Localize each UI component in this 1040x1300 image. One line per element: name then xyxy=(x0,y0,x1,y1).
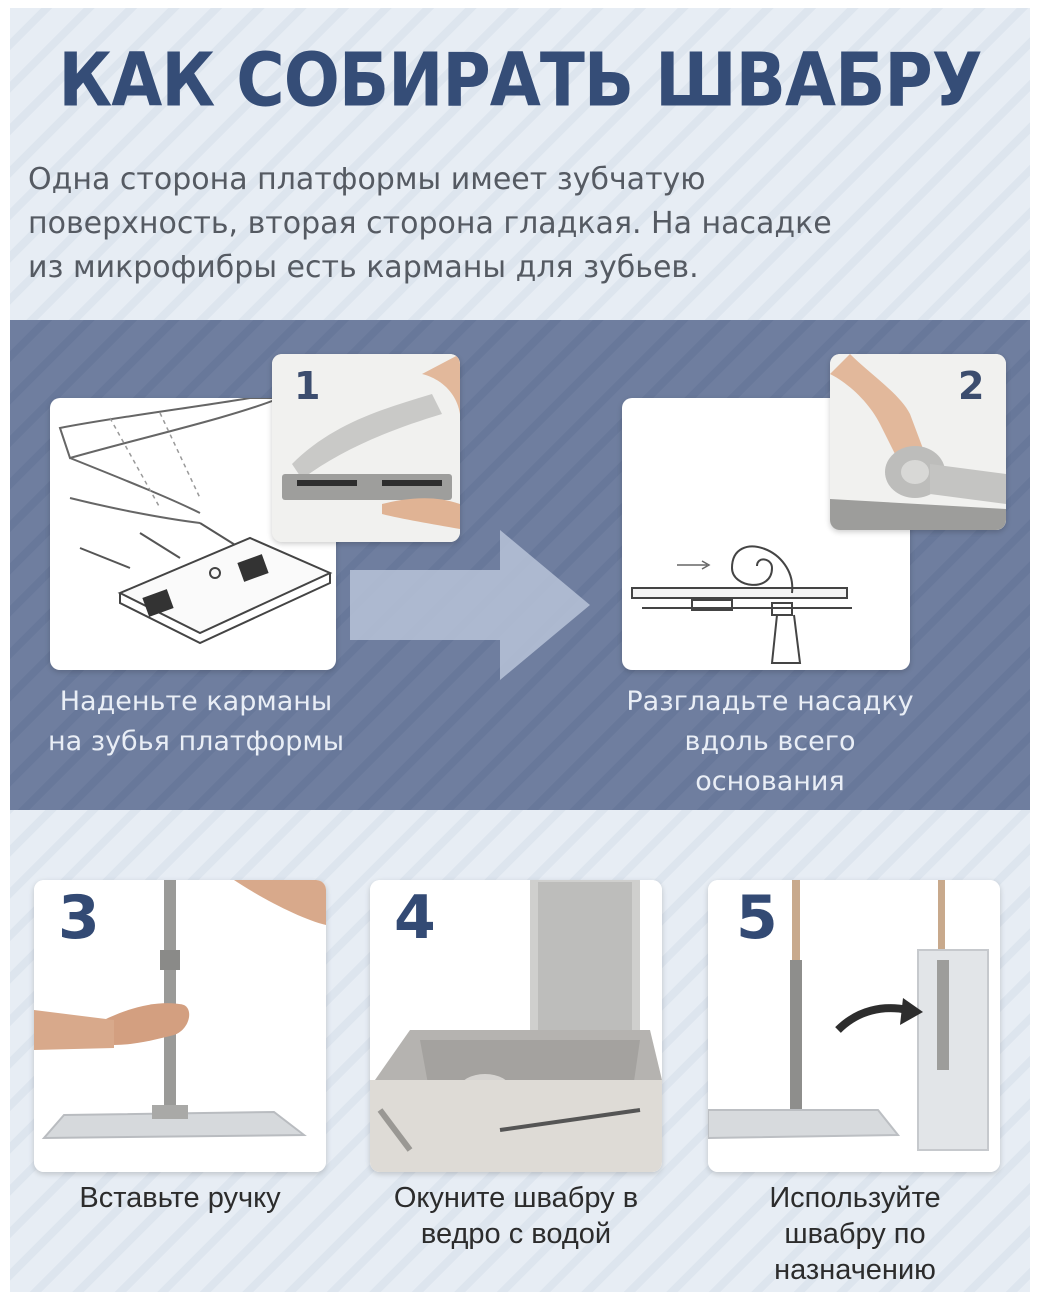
step-1-caption: Наденьте карманы на зубья платформы xyxy=(10,682,382,762)
caption-line: ведро с водой xyxy=(420,1218,612,1250)
insert-handle-photo xyxy=(34,880,326,1172)
pad-pockets-drawing xyxy=(58,398,333,645)
step-2-number: 2 xyxy=(958,364,985,408)
bucket-photo xyxy=(370,880,662,1172)
caption-line: швабру по xyxy=(784,1218,926,1250)
infographic: КАК СОБИРАТЬ ШВАБРУ Одна сторона платфор… xyxy=(10,8,1030,1292)
caption-line: Наденьте карманы xyxy=(59,686,333,717)
caption-line: назначению xyxy=(774,1254,936,1286)
step-4-card: 4 xyxy=(370,880,662,1172)
step-3-card: 3 xyxy=(34,880,326,1172)
step-3-number: 3 xyxy=(58,883,100,953)
step-4-caption: Окуните швабру в ведро с водой xyxy=(366,1180,666,1252)
arrow-right-icon xyxy=(350,530,590,680)
caption-line: Разгладьте насадку xyxy=(626,686,914,717)
pad-smooth-drawing xyxy=(631,545,852,664)
intro-line: Одна сторона платформы имеет зубчатую xyxy=(28,162,706,197)
hand-roll-photo xyxy=(830,354,1006,530)
step-5-number: 5 xyxy=(736,883,778,953)
step-3-caption: Вставьте ручку xyxy=(30,1180,330,1216)
intro-line: из микрофибры есть карманы для зубьев. xyxy=(28,250,699,285)
step-2-photo: 2 xyxy=(830,354,1006,530)
step-1-number: 1 xyxy=(294,364,321,408)
steps-band: 1 xyxy=(10,320,1030,810)
step-2-caption: Разгладьте насадку вдоль всего основания xyxy=(600,682,940,802)
intro-text: Одна сторона платформы имеет зубчатую по… xyxy=(28,158,1018,290)
step-1-photo: 1 xyxy=(272,354,460,542)
caption-line: на зубья платформы xyxy=(47,726,345,757)
caption-line: основания xyxy=(695,766,845,797)
caption-line: вдоль всего xyxy=(684,726,856,757)
caption-line: Вставьте ручку xyxy=(79,1182,281,1214)
use-mop-photo xyxy=(708,880,1000,1172)
caption-line: Окуните швабру в xyxy=(393,1182,639,1214)
intro-line: поверхность, вторая сторона гладкая. На … xyxy=(28,206,832,241)
step-5-card: 5 xyxy=(708,880,1000,1172)
step-4-number: 4 xyxy=(394,883,436,953)
caption-line: Используйте xyxy=(769,1182,941,1214)
step-5-caption: Используйте швабру по назначению xyxy=(710,1180,1000,1288)
page-title: КАК СОБИРАТЬ ШВАБРУ xyxy=(58,37,982,124)
hand-pad-photo xyxy=(272,354,460,542)
step-2-illustration xyxy=(622,398,910,670)
